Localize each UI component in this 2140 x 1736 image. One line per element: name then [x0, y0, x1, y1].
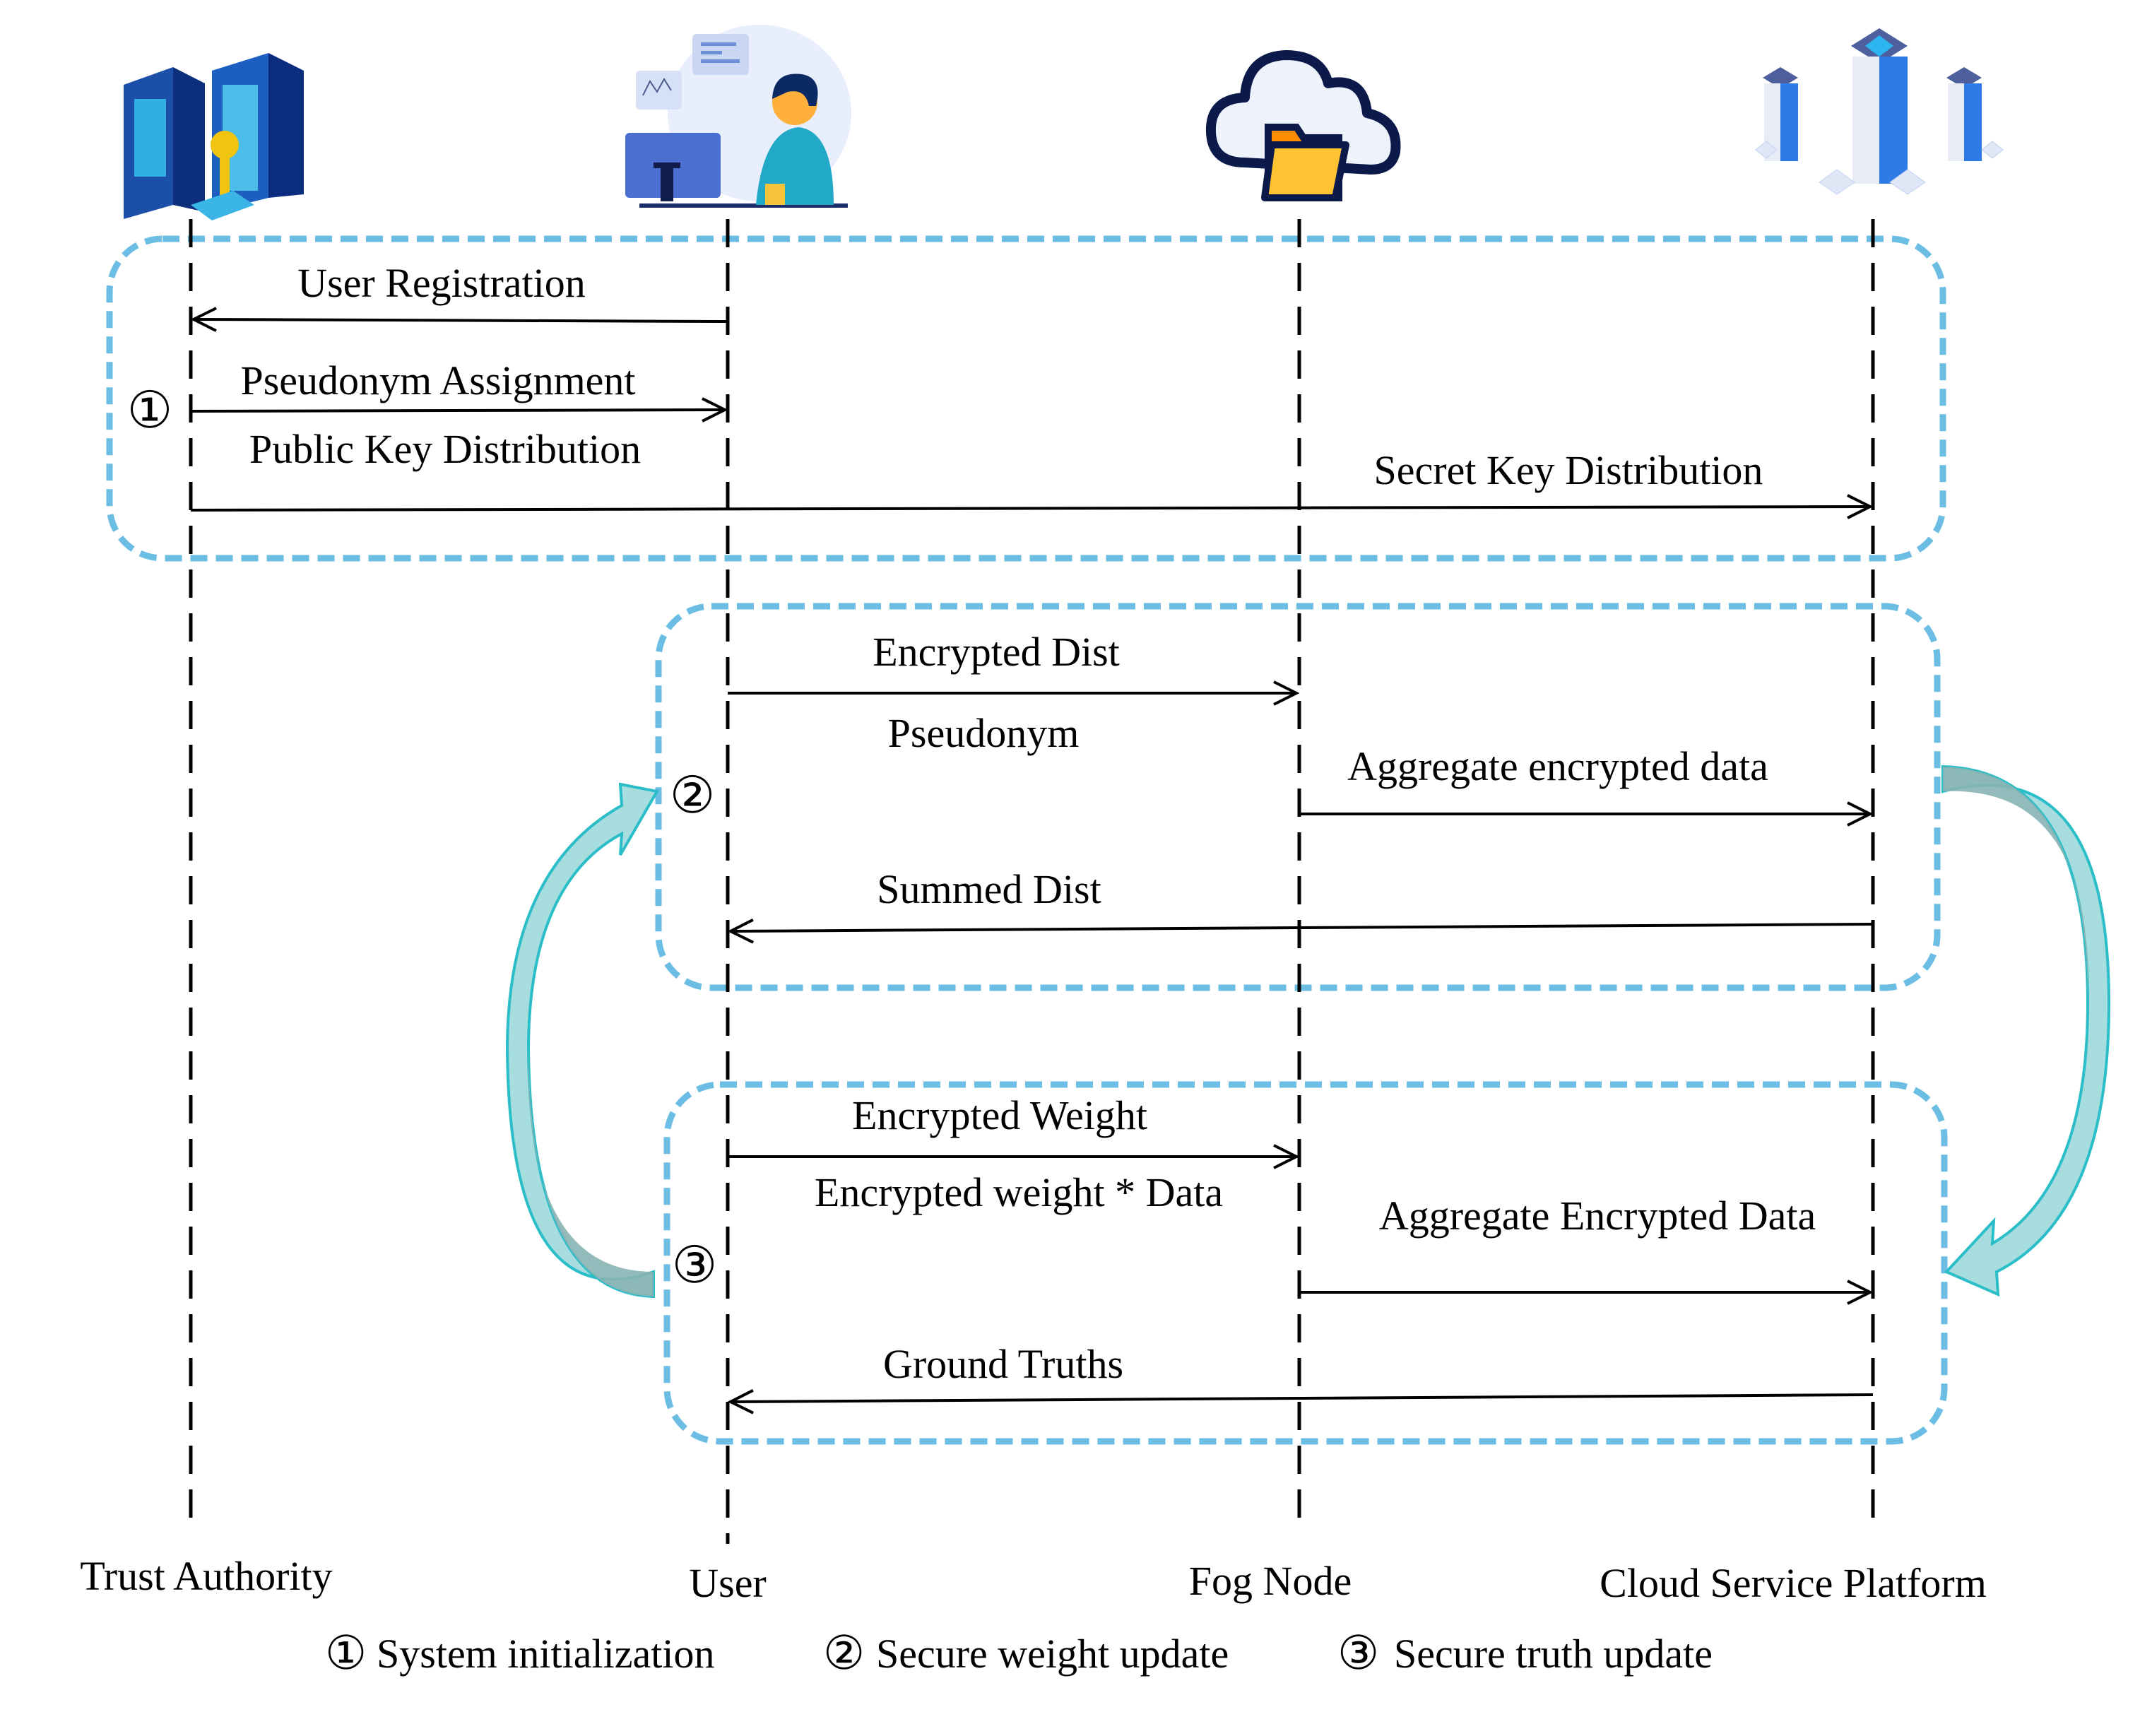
legend-marker: ③	[1337, 1628, 1379, 1679]
server-cluster-icon	[1755, 28, 2004, 195]
msg-label: Public Key Distribution	[249, 426, 641, 472]
phase-3-marker: ③	[672, 1237, 718, 1294]
legend-label: Secure weight update	[876, 1631, 1229, 1677]
cloud-folder-icon	[1205, 50, 1401, 201]
loop-arrow-to-phase-3	[1941, 764, 2111, 1297]
msg-label: User Registration	[297, 260, 586, 306]
arrow-user-registration	[194, 319, 728, 321]
legend-marker: ②	[823, 1628, 865, 1679]
msg-label: Ground Truths	[883, 1341, 1123, 1387]
phase-2-marker: ②	[670, 767, 716, 824]
msg-label: Encrypted Weight	[852, 1092, 1147, 1138]
msg-label: Encrypted Dist	[873, 629, 1120, 675]
participant-label: User	[689, 1560, 767, 1606]
msg-label: Encrypted weight * Data	[815, 1169, 1223, 1215]
legend-marker: ①	[325, 1628, 367, 1679]
phase-3-box	[663, 1081, 1948, 1445]
arrow-ground-truths	[731, 1395, 1874, 1402]
server-key-icon	[124, 53, 304, 220]
loop-arrow-to-phase-2	[505, 782, 660, 1299]
phase-1-marker: ①	[127, 382, 173, 439]
participant-label: Trust Authority	[80, 1553, 332, 1599]
arrow-pseudonym-assignment	[190, 410, 725, 411]
msg-label: Aggregate encrypted data	[1347, 743, 1768, 789]
phase-1-box	[106, 235, 1946, 562]
legend-label: Secure truth update	[1394, 1631, 1713, 1677]
legend-label: System initialization	[377, 1631, 714, 1677]
legend: ① System initialization ② Secure weight …	[325, 1628, 1713, 1679]
msg-label: Secret Key Distribution	[1374, 447, 1763, 493]
user-computer-icon	[625, 25, 851, 208]
msg-label: Summed Dist	[877, 866, 1101, 912]
participant-label: Fog Node	[1189, 1558, 1352, 1604]
participant-label: Cloud Service Platform	[1600, 1560, 1987, 1606]
msg-label: Pseudonym	[888, 710, 1080, 756]
arrow-key-distribution	[190, 507, 1870, 510]
msg-label: Pseudonym Assignment	[240, 358, 635, 403]
arrow-summed-dist	[731, 924, 1874, 931]
msg-label: Aggregate Encrypted Data	[1379, 1193, 1816, 1239]
